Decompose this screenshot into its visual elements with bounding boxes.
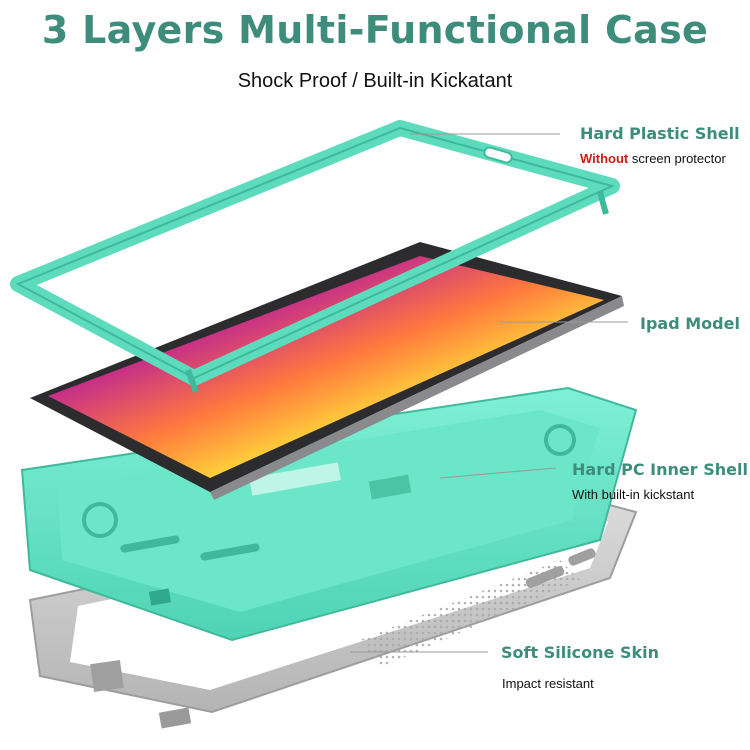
callout-detail-plastic-shell: Without screen protector <box>580 151 726 166</box>
callout-heading-silicone-skin: Soft Silicone Skin <box>501 643 659 662</box>
callout-heading-plastic-shell: Hard Plastic Shell <box>580 124 740 143</box>
callout-detail-inner-shell: With built-in kickstant <box>572 487 695 502</box>
callout-detail-text: screen protector <box>631 151 726 166</box>
leader-line-inner-shell <box>439 467 557 479</box>
plastic-shell-layer <box>10 120 620 394</box>
callout-heading-tablet: Ipad Model <box>640 314 740 333</box>
callout-detail-silicone-skin: Impact resistant <box>502 676 594 691</box>
tablet-model-layer <box>30 242 624 500</box>
callout-heading-inner-shell: Hard PC Inner Shell <box>572 460 748 479</box>
page-title: 3 Layers Multi-Functional Case <box>41 8 709 52</box>
page-subtitle: Shock Proof / Built-in Kickatant <box>237 70 513 92</box>
callout-warning-text: Without <box>580 151 629 166</box>
